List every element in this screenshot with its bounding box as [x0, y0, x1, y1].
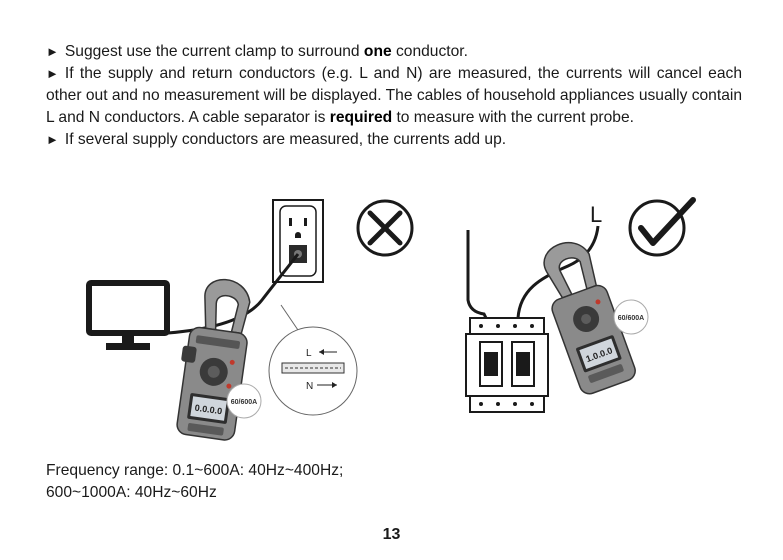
range-label-bubble: 60/600A: [613, 299, 649, 335]
monitor-icon: [86, 280, 170, 350]
bullet-currents-add: ►If several supply conductors are measur…: [46, 131, 507, 148]
live-wire: [516, 225, 600, 319]
frequency-range: Frequency range: 0.1~600A: 40Hz~400Hz; 6…: [46, 460, 343, 504]
svg-text:L: L: [306, 348, 312, 359]
page-number: 13: [382, 526, 401, 543]
svg-text:60/600A: 60/600A: [231, 399, 257, 406]
svg-text:N: N: [306, 381, 313, 392]
meter-display-readout: 0.0.0.0: [194, 403, 223, 417]
frequency-line-2: 600~1000A: 40Hz~60Hz: [46, 484, 217, 501]
cable-separator-zoom: L N: [268, 326, 358, 416]
clamp-usage-illustration: 0.0.0.0 60/600A L N: [86, 197, 696, 441]
svg-text:60/600A: 60/600A: [618, 315, 644, 322]
triangle-bullet-icon: ►: [46, 132, 59, 147]
cross-mark-icon: [356, 199, 414, 257]
wire-label-l: L: [590, 202, 602, 227]
triangle-bullet-icon: ►: [46, 66, 59, 81]
clamp-meter-left: 0.0.0.0: [176, 278, 251, 441]
instruction-bullets: ►Suggest use the current clamp to surrou…: [46, 41, 742, 151]
triangle-bullet-icon: ►: [46, 44, 59, 59]
wall-outlet-icon: [272, 199, 324, 283]
frequency-line-1: Frequency range: 0.1~600A: 40Hz~400Hz;: [46, 462, 344, 479]
bullet-one-conductor: ►Suggest use the current clamp to surrou…: [46, 43, 468, 60]
circuit-breaker-icon: [465, 317, 549, 413]
range-label-bubble: 60/600A: [226, 383, 262, 419]
check-mark-icon: [628, 197, 696, 257]
bullet-cancel-currents: ►If the supply and return conductors (e.…: [46, 65, 742, 126]
